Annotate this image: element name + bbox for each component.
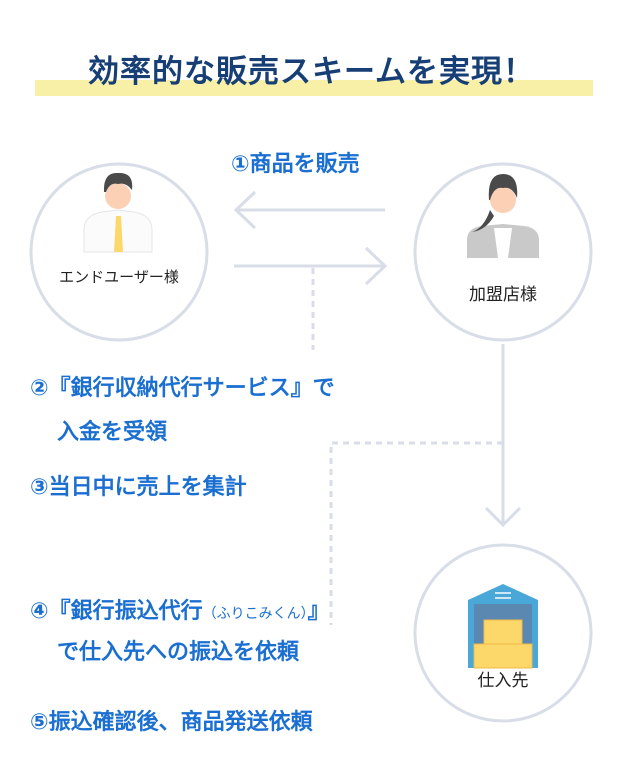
step-4-main: ④『銀行振込代行	[30, 599, 203, 624]
end-user-icon	[83, 172, 153, 253]
step-1: ①商品を販売	[231, 152, 360, 177]
dashed-line-2	[329, 441, 503, 625]
merchant-circle	[413, 162, 593, 342]
warehouse-icon	[468, 584, 538, 669]
title-highlight	[35, 80, 593, 96]
arrow-right	[234, 246, 388, 286]
step-4-reading: （ふりこみくん）	[202, 606, 308, 622]
supplier-label: 仕入先	[477, 671, 529, 691]
merchant-icon	[467, 174, 539, 258]
arrow-left	[233, 190, 385, 230]
arrow-down	[484, 344, 522, 528]
step-2-line-1: ②『銀行収納代行サービス』で	[30, 376, 335, 401]
step-4-close: 』	[307, 599, 330, 624]
merchant-label: 加盟店様	[469, 285, 537, 305]
page-title: 効率的な販売スキームを実現！	[87, 54, 536, 90]
supplier-circle	[413, 543, 593, 723]
step-5: ⑤振込確認後、商品発送依頼	[30, 710, 313, 735]
end-user-circle	[29, 162, 209, 342]
end-user-label: エンドユーザー様	[59, 268, 179, 286]
step-4-line-1: ④『銀行振込代行（ふりこみくん）』	[30, 593, 330, 625]
step-4-line-2: で仕入先への振込を依頼	[57, 640, 300, 665]
step-3: ③当日中に売上を集計	[30, 475, 247, 500]
step-2-line-2: 入金を受領	[57, 420, 168, 445]
